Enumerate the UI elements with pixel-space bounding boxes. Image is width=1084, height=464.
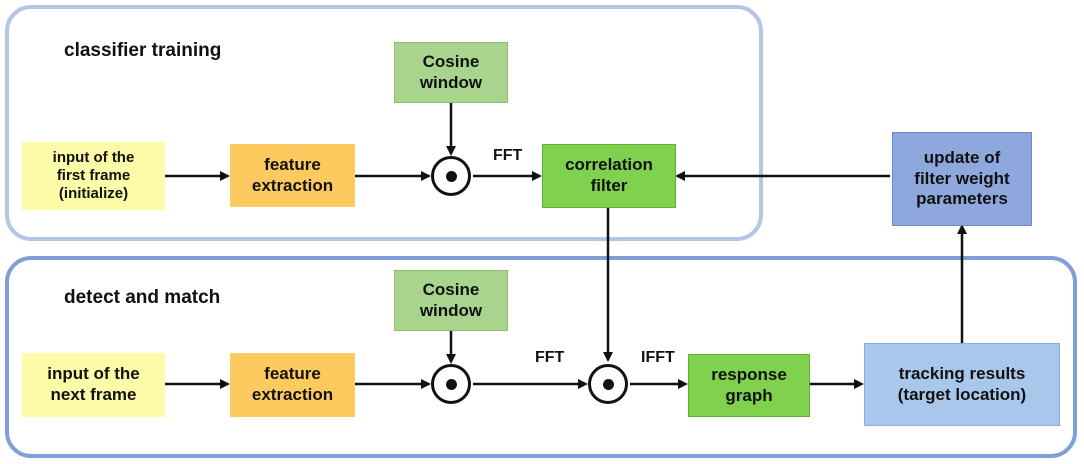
cosine-window-box-bottom: Cosine window bbox=[394, 270, 508, 331]
input-next-frame-box: input of the next frame bbox=[22, 353, 165, 417]
feature-extraction-box-bottom: feature extraction bbox=[230, 353, 355, 417]
detect-and-match-group bbox=[5, 256, 1077, 458]
update-filter-weight-box: update of filter weight parameters bbox=[892, 132, 1032, 226]
ifft-label: IFFT bbox=[641, 349, 675, 366]
classifier-training-label: classifier training bbox=[64, 40, 222, 61]
feature-extraction-box-top: feature extraction bbox=[230, 144, 355, 207]
op-dot bbox=[445, 378, 457, 390]
detect-and-match-label: detect and match bbox=[64, 287, 221, 308]
fft-label-bottom: FFT bbox=[535, 349, 565, 366]
elementwise-product-node-bottom-left bbox=[431, 364, 471, 404]
tracking-results-box: tracking results (target location) bbox=[864, 343, 1060, 426]
elementwise-product-node-top bbox=[431, 156, 471, 196]
elementwise-product-node-bottom-right bbox=[588, 364, 628, 404]
input-first-frame-box: input of the first frame (initialize) bbox=[22, 142, 165, 210]
op-dot bbox=[445, 170, 457, 182]
fft-label-top: FFT bbox=[493, 147, 523, 164]
correlation-filter-box: correlation filter bbox=[542, 144, 676, 208]
op-dot bbox=[602, 378, 614, 390]
cosine-window-box-top: Cosine window bbox=[394, 42, 508, 103]
response-graph-box: response graph bbox=[688, 354, 810, 417]
classifier-training-group bbox=[5, 5, 763, 241]
